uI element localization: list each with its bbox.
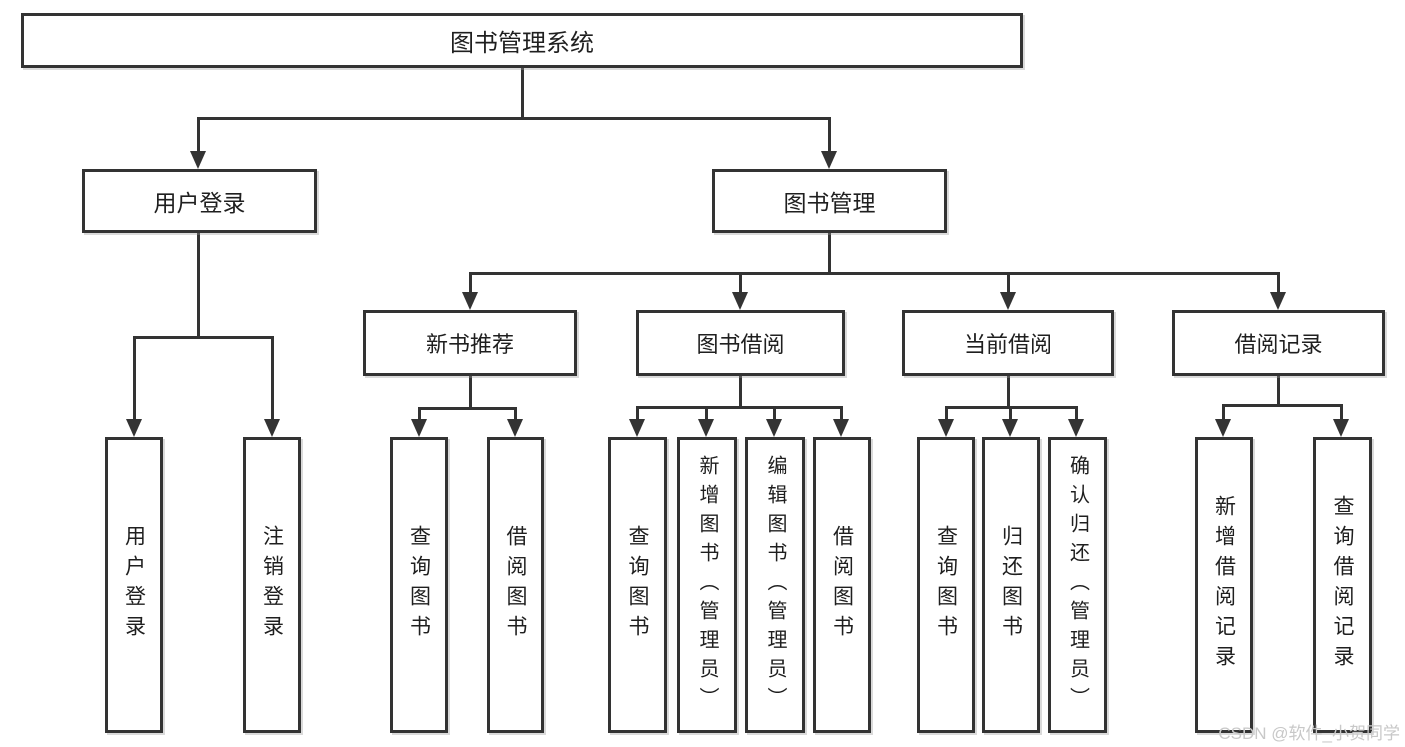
node-v-return-book: 归还图书 (982, 437, 1040, 733)
connector-hline (945, 406, 1078, 409)
connector-vline (739, 376, 742, 408)
arrow-down-icon (833, 419, 849, 437)
connector-vline (418, 407, 421, 420)
connector-vline (271, 336, 274, 420)
connector-vline (1277, 272, 1280, 293)
arrow-down-icon (462, 292, 478, 310)
arrow-down-icon (821, 151, 837, 169)
connector-vline (705, 406, 708, 420)
node-label: 图书管理系统 (450, 30, 594, 57)
connector-hline (133, 336, 274, 339)
connector-vline (739, 272, 742, 293)
arrow-down-icon (938, 419, 954, 437)
node-v-query-book-3: 查询图书 (917, 437, 975, 733)
node-root: 图书管理系统 (21, 13, 1023, 68)
node-label: 注销登录 (260, 525, 284, 645)
node-label: 查询图书 (626, 525, 649, 645)
node-v-add-book: 新增图书（管理员） (677, 437, 737, 733)
node-v-query-record: 查询借阅记录 (1313, 437, 1372, 733)
connector-vline (133, 336, 136, 420)
arrow-down-icon (507, 419, 523, 437)
node-label: 新增图书（管理员） (696, 454, 718, 716)
node-label: 用户登录 (122, 525, 146, 645)
watermark: CSDN @软件_小贺同学 (1218, 724, 1400, 743)
connector-vline (514, 407, 517, 420)
node-new-book-rec: 新书推荐 (363, 310, 577, 376)
connector-vline (1222, 404, 1225, 420)
node-v-borrow-book-1: 借阅图书 (487, 437, 544, 733)
node-label: 用户登录 (153, 190, 246, 216)
node-label: 图书管理 (783, 190, 876, 216)
connector-vline (840, 406, 843, 420)
node-v-edit-book: 编辑图书（管理员） (745, 437, 805, 733)
arrow-down-icon (1000, 292, 1016, 310)
node-label: 新书推荐 (425, 332, 514, 357)
node-user-login: 用户登录 (82, 169, 317, 233)
connector-hline (197, 117, 831, 120)
node-label: 查询图书 (934, 525, 958, 645)
node-book-mgmt: 图书管理 (712, 169, 947, 233)
connector-vline (636, 406, 639, 420)
arrow-down-icon (698, 419, 714, 437)
connector-vline (828, 117, 831, 152)
connector-vline (1075, 406, 1078, 420)
node-v-add-record: 新增借阅记录 (1195, 437, 1253, 733)
connector-hline (636, 406, 843, 409)
connector-hline (1222, 404, 1343, 407)
node-label: 查询借阅记录 (1331, 495, 1354, 675)
arrow-down-icon (1068, 419, 1084, 437)
connector-vline (945, 406, 948, 420)
connector-vline (773, 406, 776, 420)
arrow-down-icon (190, 151, 206, 169)
node-v-user-login: 用户登录 (105, 437, 163, 733)
connector-vline (1340, 404, 1343, 420)
node-label: 当前借阅 (963, 332, 1052, 357)
arrow-down-icon (264, 419, 280, 437)
node-label: 新增借阅记录 (1212, 495, 1236, 675)
node-label: 借阅图书 (830, 525, 854, 645)
connector-vline (1009, 406, 1012, 420)
arrow-down-icon (1333, 419, 1349, 437)
connector-vline (1007, 272, 1010, 293)
connector-vline (521, 68, 524, 118)
node-v-borrow-book-2: 借阅图书 (813, 437, 871, 733)
arrow-down-icon (732, 292, 748, 310)
arrow-down-icon (126, 419, 142, 437)
node-label: 查询图书 (407, 525, 431, 645)
node-v-confirm-return: 确认归还（管理员） (1048, 437, 1107, 733)
node-label: 确认归还（管理员） (1066, 454, 1089, 716)
arrow-down-icon (766, 419, 782, 437)
arrow-down-icon (1270, 292, 1286, 310)
connector-vline (828, 233, 831, 274)
connector-hline (418, 407, 517, 410)
node-label: 借阅图书 (504, 525, 527, 645)
connector-vline (469, 376, 472, 409)
node-label: 图书借阅 (696, 332, 785, 357)
arrow-down-icon (411, 419, 427, 437)
connector-vline (1007, 376, 1010, 408)
node-v-logout: 注销登录 (243, 437, 301, 733)
connector-hline (469, 272, 1280, 275)
node-label: 编辑图书（管理员） (764, 454, 786, 716)
arrow-down-icon (629, 419, 645, 437)
connector-vline (469, 272, 472, 293)
arrow-down-icon (1215, 419, 1231, 437)
node-v-query-book-1: 查询图书 (390, 437, 448, 733)
node-borrow-records: 借阅记录 (1172, 310, 1385, 376)
node-label: 归还图书 (999, 525, 1023, 645)
node-v-query-book-2: 查询图书 (608, 437, 667, 733)
connector-vline (197, 117, 200, 152)
arrow-down-icon (1002, 419, 1018, 437)
node-current-borrow: 当前借阅 (902, 310, 1114, 376)
node-book-borrow: 图书借阅 (636, 310, 845, 376)
connector-vline (197, 233, 200, 338)
connector-vline (1277, 376, 1280, 406)
node-label: 借阅记录 (1234, 332, 1323, 357)
